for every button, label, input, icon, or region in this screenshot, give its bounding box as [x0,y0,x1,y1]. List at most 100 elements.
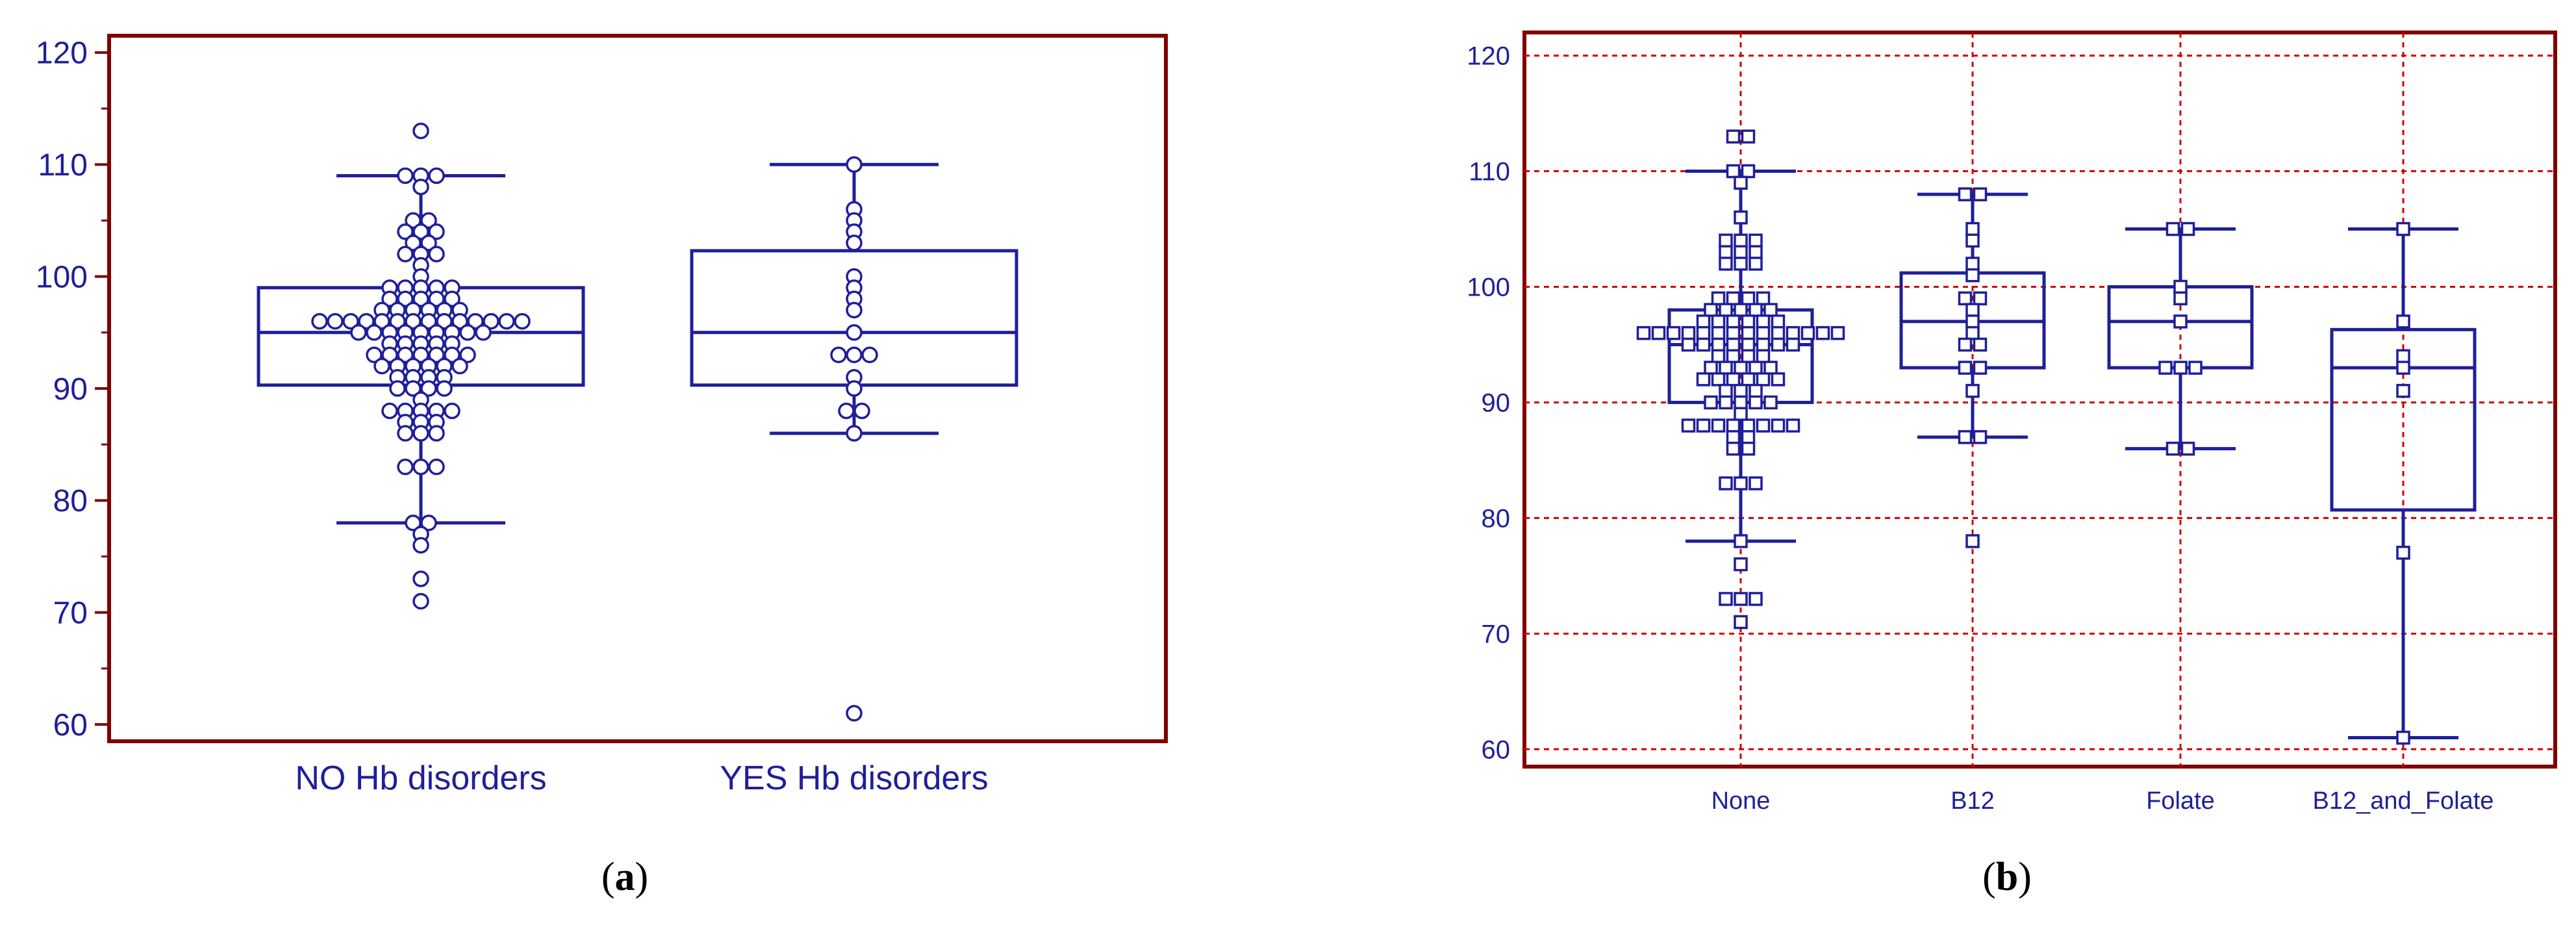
data-point-0-44 [1681,337,1696,352]
data-point-1-10 [1965,325,1980,340]
data-point-0-7 [1734,233,1748,248]
data-point-1-7 [1973,291,1988,306]
data-point-0-23 [397,290,414,307]
y-tick-label-120: 120 [1467,42,1510,71]
data-point-0-39 [405,312,422,330]
data-point-0-5 [405,212,422,229]
x-category-label-1: B12 [1951,787,1995,815]
data-point-0-91 [397,425,414,442]
data-point-0-46 [1711,337,1726,352]
data-point-0-9 [428,223,445,240]
data-point-0-95 [1749,592,1763,606]
data-point-1-18 [1965,534,1980,548]
data-point-0-64 [412,346,429,364]
data-point-0-63 [397,346,414,364]
data-point-0-81 [1756,418,1771,433]
data-point-2-1 [2180,222,2195,236]
data-point-1-11 [846,346,863,364]
data-point-0-94 [397,458,414,476]
data-point-0-95 [412,458,429,476]
data-point-1-17 [1973,430,1988,444]
data-point-0-58 [1734,361,1748,375]
data-point-0-33 [311,312,328,330]
data-point-0-59 [1749,361,1763,375]
data-point-0-100 [412,537,429,554]
data-point-0-68 [373,357,390,375]
data-point-1-0 [1958,187,1973,201]
data-point-0-43 [1830,325,1845,340]
data-point-0-12 [397,246,414,262]
data-point-0-70 [1704,395,1718,410]
data-point-0-4 [1734,175,1748,190]
data-point-0-0 [1726,129,1741,144]
data-point-1-16 [853,402,870,420]
data-point-0-90 [1749,476,1763,490]
data-point-0-45 [1696,337,1711,352]
data-point-0-34 [327,312,344,330]
data-point-0-80 [1741,418,1756,433]
panel-label-b-open: ( [1982,855,1996,899]
y-tick-label-60: 60 [53,708,88,743]
y-tick-label-70: 70 [1482,620,1511,648]
data-point-0-55 [475,324,492,341]
data-point-1-13 [1958,361,1973,375]
data-point-0-48 [1741,337,1756,352]
data-point-0-6 [1719,233,1733,248]
data-point-0-38 [1756,325,1771,340]
data-point-0-24 [412,290,429,307]
data-point-0-19 [1704,303,1718,317]
data-point-0-41 [1800,325,1815,340]
data-point-0-17 [1741,291,1756,306]
data-point-0-10 [1734,245,1748,259]
data-point-0-35 [1711,325,1726,340]
x-category-label-2: Folate [2146,787,2215,815]
data-point-0-4 [412,178,429,196]
data-point-0-6 [420,212,437,229]
data-point-0-8 [1749,233,1763,248]
y-tick-label-100: 100 [1467,273,1510,301]
data-point-0-67 [459,346,476,364]
data-point-0-26 [1726,314,1741,329]
data-point-0-25 [428,290,445,307]
data-point-0-20 [1719,303,1733,317]
data-point-0-40 [420,312,437,330]
data-point-0-40 [1786,325,1800,340]
data-point-0-26 [444,290,461,307]
data-point-2-2 [2173,279,2188,294]
data-point-2-7 [2188,361,2203,375]
data-point-0-102 [412,592,429,610]
data-point-2-0 [2166,222,2180,236]
box-group-3 [2330,222,2477,745]
data-point-0-25 [1711,314,1726,329]
data-point-0-14 [1749,257,1763,271]
data-point-0-38 [389,312,406,330]
panel-label-b: (b) [1982,855,2032,899]
data-point-0-78 [389,380,406,397]
data-point-0-36 [358,312,375,330]
box-group-0 [1636,129,1845,630]
data-point-0-34 [1696,325,1711,340]
data-point-0-15 [1711,291,1726,306]
data-point-0-0 [412,122,429,140]
panel-label-b-close: ) [2018,855,2032,899]
data-point-0-67 [1719,383,1733,398]
data-point-0-32 [1666,325,1681,340]
data-point-0-101 [412,570,429,587]
data-point-0-77 [1696,418,1711,433]
data-point-0-52 [1711,349,1726,364]
data-point-0-10 [405,235,422,251]
data-point-1-0 [846,156,863,173]
data-point-1-14 [846,380,863,397]
data-point-0-96 [428,458,445,476]
data-point-0-24 [1696,314,1711,329]
data-point-1-18 [846,705,863,722]
data-point-3-6 [2396,730,2410,745]
data-point-2-6 [2173,361,2188,375]
data-point-0-78 [1711,418,1726,433]
data-point-0-13 [1734,257,1748,271]
data-point-0-16 [1726,291,1741,306]
data-point-1-4 [1965,257,1980,271]
panel-label-a-close: ) [635,855,649,899]
data-point-0-49 [1756,337,1771,352]
